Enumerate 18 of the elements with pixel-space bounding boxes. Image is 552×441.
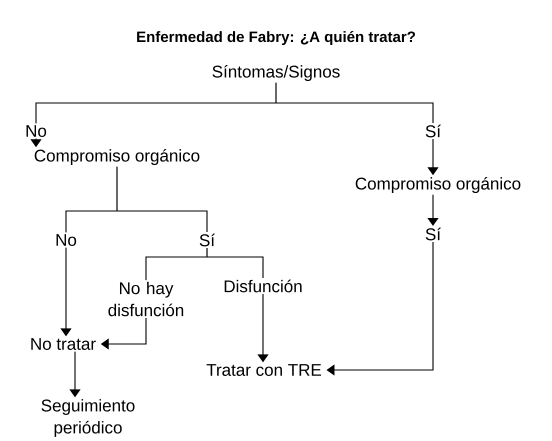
flow-text: No (26, 125, 46, 137)
connector-line (116, 166, 208, 232)
flow-text: Sí (426, 228, 441, 240)
flow-text: Sí (426, 124, 441, 138)
connector-line (206, 248, 264, 278)
flow-text: Compromiso orgánico (356, 176, 520, 194)
flow-text: Tratar con TRE (206, 364, 322, 376)
flow-text: Compromiso orgánico (34, 148, 200, 166)
flow-text: Disfunción (224, 280, 302, 292)
flow-text: Síntomas/Signos (212, 64, 340, 82)
flow-text: No tratar (31, 338, 96, 350)
flow-text: Sí (200, 234, 215, 246)
title: Enfermedad de Fabry: ¿A quién tratar? (137, 30, 415, 46)
connector-line (275, 82, 434, 123)
flow-text: Seguimiento periódico (42, 399, 135, 437)
flow-text: No (56, 234, 76, 246)
flow-text: No hay disfunción (108, 282, 184, 316)
arrow (326, 242, 434, 376)
